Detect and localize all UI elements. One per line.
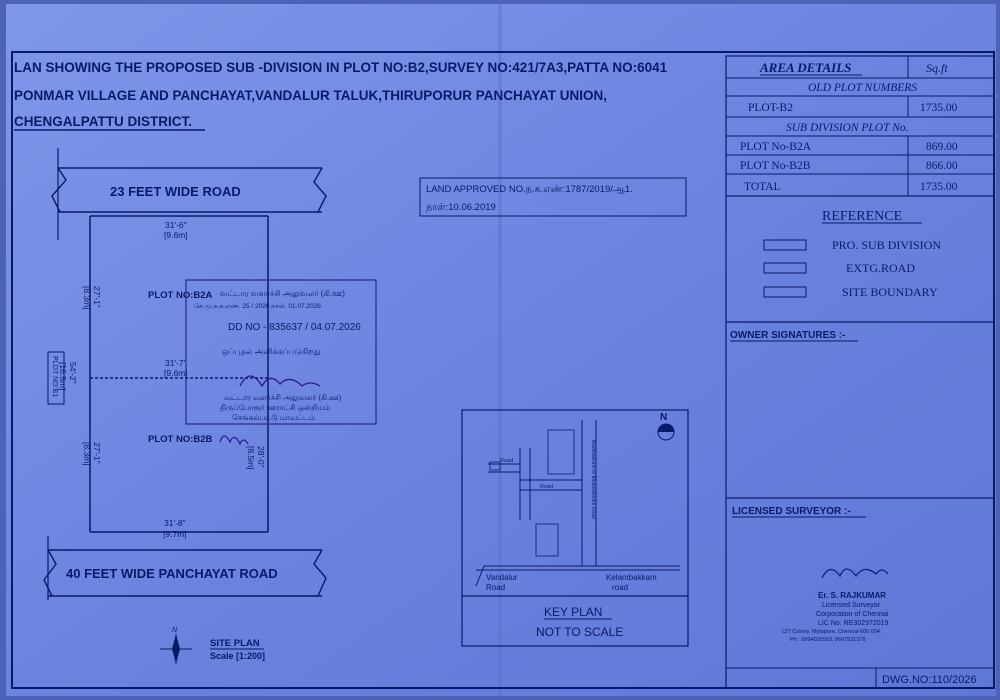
surveyor-lic: LIC No: RE302972019 [818, 620, 889, 627]
stamp-footer3: செங்கல்பட்டு மாவட்டம் [232, 413, 315, 422]
legend-extg-road: EXTG.ROAD [846, 261, 915, 275]
surveyor-address: CIT Colony, Mylapore, Chennai-600 004. [782, 629, 882, 635]
header-line2: PONMAR VILLAGE AND PANCHAYAT,VANDALUR TA… [14, 88, 607, 103]
approval-line1: LAND APPROVED NO.ந.க.எண்:1787/2019/ஆ1. [426, 184, 633, 195]
area-details-table: AREA DETAILS Sq.ft OLD PLOT NUMBERS PLOT… [725, 55, 995, 197]
stamp-dd-number: DD NO - 835637 / 04.07.2026 [228, 322, 361, 333]
area-details-unit: Sq.ft [926, 61, 948, 75]
stamp-ref: செ.மு.ந.க.எண். 25 / 2026 நாள். 01.07.202… [194, 302, 321, 310]
legend-swatch-pro-sub-division [763, 239, 807, 251]
old-plot-value: 1735.00 [920, 102, 958, 114]
header: LAN SHOWING THE PROPOSED SUB -DIVISION I… [14, 60, 668, 131]
sub-plot-b2b-value: 866.00 [926, 160, 958, 172]
sheet-border [11, 51, 995, 689]
key-plan-road1b: Road [486, 583, 505, 592]
top-road: 23 FEET WIDE ROAD [51, 148, 327, 240]
licensed-surveyor-label: LICENSED SURVEYOR :- [732, 506, 851, 517]
key-plan-road3: Road [540, 484, 553, 490]
dim-left-upper-m: [8.3m] [82, 286, 92, 310]
dim-top-width: 31'-6" [165, 220, 187, 230]
dim-total-depth-m: [16.5m] [58, 362, 68, 390]
surveyor-phone: Ph : 9994032503, 8667531378 [790, 637, 866, 643]
plot-b2b-label: PLOT NO:B2B [148, 434, 213, 445]
legend-pro-sub-division: PRO. SUB DIVISION [832, 238, 941, 252]
dim-bottom-width: 31'-8" [164, 518, 186, 528]
key-plan: N Vandalur Road Kelambakkam road Road Ro… [461, 409, 689, 647]
plot-b2b-signature [219, 435, 249, 446]
sub-plot-b2a-label: PLOT No-B2A [740, 141, 812, 153]
sub-plot-header: SUB DIVISION PLOT No. [786, 122, 908, 134]
dim-top-width-m: [9.6m] [164, 230, 188, 240]
land-approval-box: LAND APPROVED NO.ந.க.எண்:1787/2019/ஆ1. ந… [419, 177, 687, 217]
plot-outline [89, 215, 269, 533]
site-location-marker [489, 461, 501, 471]
old-plot-label: PLOT-B2 [748, 102, 793, 114]
compass-n: N [172, 627, 178, 634]
dim-mid-width: 31'-7" [165, 358, 187, 368]
stamp-footer1: வட்டார வளர்ச்சி அலுவலர் (கி.ஊ) [224, 393, 342, 403]
surveyor-signature [821, 568, 889, 579]
legend-swatch-site-boundary [763, 286, 807, 298]
approval-line2: நாள்:10.06.2019 [426, 202, 496, 213]
dim-right-lower-m: [8.5m] [246, 446, 256, 470]
approval-stamp: வட்டார வளர்ச்சி அலுவலர் (கி.ஊ) செ.மு.ந.க… [185, 279, 377, 425]
bottom-road: 40 FEET WIDE PANCHAYAT ROAD [43, 536, 327, 600]
key-plan-road2: Kelambakkam [606, 573, 657, 582]
surveyor-org: Corporation of Chennai [816, 611, 889, 618]
site-plan-compass: N [160, 627, 192, 664]
dim-total-depth: 54'-2" [68, 362, 78, 384]
dim-bottom-width-m: [9.7m] [163, 529, 187, 539]
stamp-note: ஒப்புதல் அளிக்கப்படுகிறது [222, 347, 321, 357]
sub-plot-b2a-value: 869.00 [926, 141, 958, 153]
key-plan-subtitle: NOT TO SCALE [536, 625, 623, 639]
stamp-footer2: திருப்போரூர் ஊராட்சி ஒன்றியம் [220, 403, 330, 413]
reference-title: REFERENCE [822, 209, 902, 224]
adjacent-plot-label: PLOT NO:B1 [51, 356, 58, 397]
sub-plot-b2b-label: PLOT No-B2B [740, 160, 811, 172]
stamp-signature [239, 375, 321, 388]
key-plan-road1: Vandalur [486, 573, 518, 582]
top-road-label: 23 FEET WIDE ROAD [110, 184, 241, 199]
stamp-title: வட்டார வளர்ச்சி அலுவலர் (கி.ஊ) [220, 289, 345, 299]
owner-signatures-label: OWNER SIGNATURES :- [730, 330, 845, 341]
legend-swatch-extg-road [763, 262, 807, 274]
dim-left-lower-m: [8.3m] [82, 442, 92, 466]
key-plan-road2b: road [612, 583, 628, 592]
area-details-title: AREA DETAILS [759, 60, 851, 75]
surveyor-stamp: Er. S. RAJKUMAR Licensed Surveyor Corpor… [782, 568, 889, 643]
site-plan-scale: Scale [1:200] [210, 651, 265, 661]
dim-left-upper: 27'-1" [92, 286, 102, 308]
legend-site-boundary: SITE BOUNDARY [842, 285, 938, 299]
key-plan-road4: Road [500, 458, 513, 464]
key-plan-title: KEY PLAN [544, 605, 602, 619]
header-line1: LAN SHOWING THE PROPOSED SUB -DIVISION I… [14, 60, 668, 75]
dimensions: 31'-6" [9.6m] 31'-7" [9.6m] 31'-8" [9.7m… [47, 220, 266, 539]
key-plan-north: N [660, 412, 667, 423]
dim-right-lower: 28'-0" [256, 446, 266, 468]
dim-mid-width-m: [9.6m] [164, 368, 188, 378]
header-line3: CHENGALPATTU DISTRICT. [14, 114, 192, 129]
dim-left-lower: 27'-1" [92, 442, 102, 464]
total-label: TOTAL [744, 181, 781, 193]
compass-star-icon [172, 634, 180, 664]
surveyor-name: Er. S. RAJKUMAR [818, 591, 886, 600]
bottom-road-label: 40 FEET WIDE PANCHAYAT ROAD [66, 566, 278, 581]
total-value: 1735.00 [920, 181, 958, 193]
reference-legend: REFERENCE PRO. SUB DIVISION EXTG.ROAD SI… [763, 209, 941, 299]
plot-b2a-label: PLOT NO:B2A [148, 290, 213, 301]
old-plot-header: OLD PLOT NUMBERS [808, 82, 917, 94]
surveyor-title: Licensed Surveyor [822, 602, 881, 609]
site-plan-title: SITE PLAN [210, 638, 260, 649]
drawing-number: DWG.NO:110/2026 [882, 674, 977, 686]
key-plan-side-road: Mambakkam to Medavakkam Road [590, 440, 596, 519]
